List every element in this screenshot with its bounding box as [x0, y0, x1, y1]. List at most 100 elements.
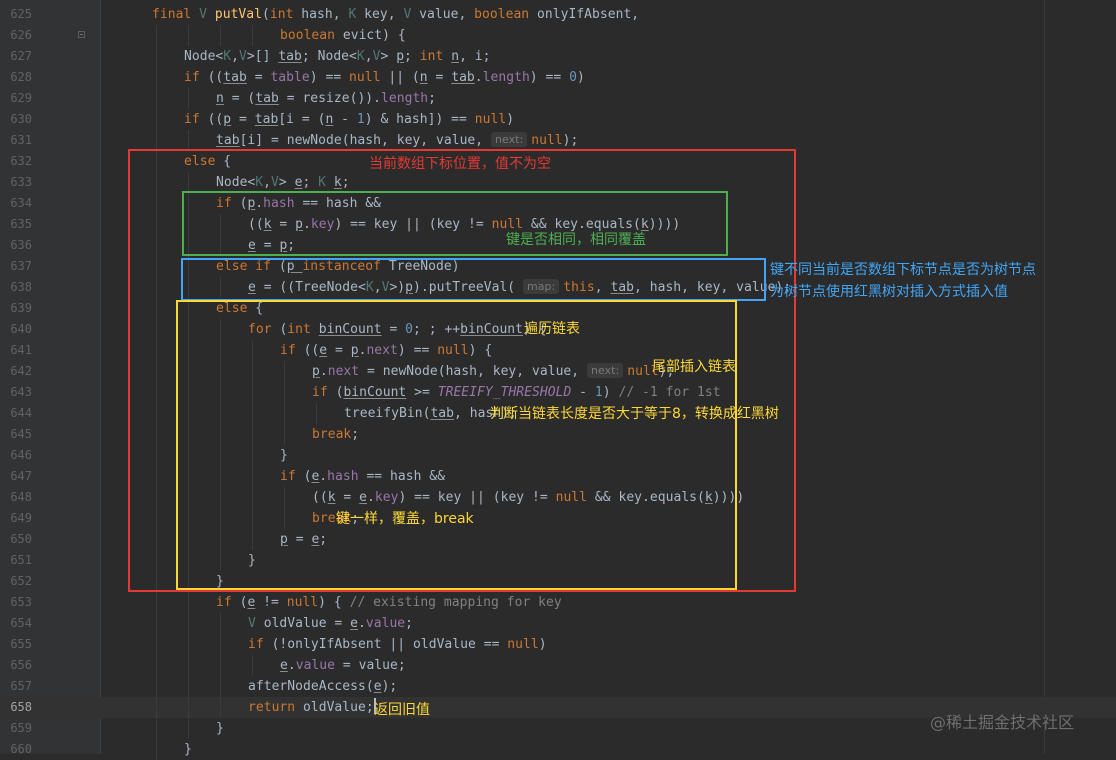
code-token: = [381, 322, 406, 337]
code-token: treeifyBin( [344, 406, 431, 421]
line-number: 655 [10, 637, 32, 651]
code-token: , [263, 175, 272, 190]
fold-marker-icon[interactable] [78, 31, 85, 38]
code-token: , [594, 280, 611, 295]
code-token: ) == [529, 70, 570, 85]
code-token: length [381, 91, 429, 106]
indent-guide [220, 508, 221, 529]
code-token: ; [405, 616, 414, 631]
code-text: return oldValue; [248, 697, 376, 718]
code-token: oldValue; [303, 700, 374, 715]
code-token: next [366, 343, 398, 358]
code-line[interactable]: 660} [0, 739, 1116, 760]
code-token: . [367, 490, 375, 505]
code-line[interactable]: 635((k = p.key) == key || (key != null &… [0, 214, 1116, 235]
indent-guide [188, 340, 189, 361]
line-number: 635 [10, 217, 32, 231]
code-token: = [255, 238, 280, 253]
code-token: this [563, 280, 595, 295]
line-number: 625 [10, 7, 32, 21]
code-token: ; [351, 511, 360, 526]
code-token: (( [248, 217, 264, 232]
code-token: // -1 for 1st [618, 385, 721, 400]
code-text: for (int binCount = 0; ; ++binCount) { [248, 319, 547, 340]
code-text: else { [216, 298, 263, 319]
indent-guide [156, 382, 157, 403]
code-text: e.value = value; [280, 655, 406, 676]
indent-guide [220, 655, 221, 676]
code-line[interactable]: 659} [0, 718, 1116, 739]
indent-guide [220, 403, 221, 424]
indent-guide [220, 697, 221, 718]
code-token: = [327, 343, 351, 358]
code-token: key [374, 490, 399, 505]
code-token: final [152, 7, 200, 22]
parameter-hint: next: [587, 363, 624, 378]
code-token: V [271, 175, 279, 190]
code-token: e [247, 595, 256, 610]
code-token: ( [239, 595, 248, 610]
line-number: 641 [10, 343, 32, 357]
code-token: binCount [318, 322, 382, 337]
annotation-box-green [182, 191, 728, 256]
code-line[interactable]: 646} [0, 445, 1116, 466]
code-token: >[] [246, 49, 279, 64]
parameter-hint: next: [491, 132, 528, 147]
code-token: key [310, 217, 335, 232]
code-token: null [555, 490, 595, 505]
indent-guide [252, 403, 253, 424]
code-token: ; [302, 175, 319, 190]
code-token: if [184, 112, 208, 127]
indent-guide [252, 466, 253, 487]
indent-guide [284, 403, 285, 424]
code-token: { [223, 154, 232, 169]
indent-guide [156, 214, 157, 235]
code-token: k [704, 490, 713, 505]
code-token: e [350, 616, 359, 631]
code-line[interactable]: 652} [0, 571, 1116, 592]
indent-guide [188, 550, 189, 571]
indent-guide [220, 676, 221, 697]
code-token: p [280, 532, 288, 547]
indent-guide [156, 46, 157, 67]
code-line[interactable]: 651} [0, 550, 1116, 571]
code-text: Node<K,V>[] tab; Node<K,V> p; int n, i; [184, 46, 491, 67]
indent-guide [220, 487, 221, 508]
indent-guide [220, 340, 221, 361]
code-token: ; ; ++ [413, 322, 461, 337]
code-token: ; [428, 91, 437, 106]
code-token: = [287, 532, 312, 547]
indent-guide [188, 403, 189, 424]
code-text: else { [184, 151, 231, 172]
